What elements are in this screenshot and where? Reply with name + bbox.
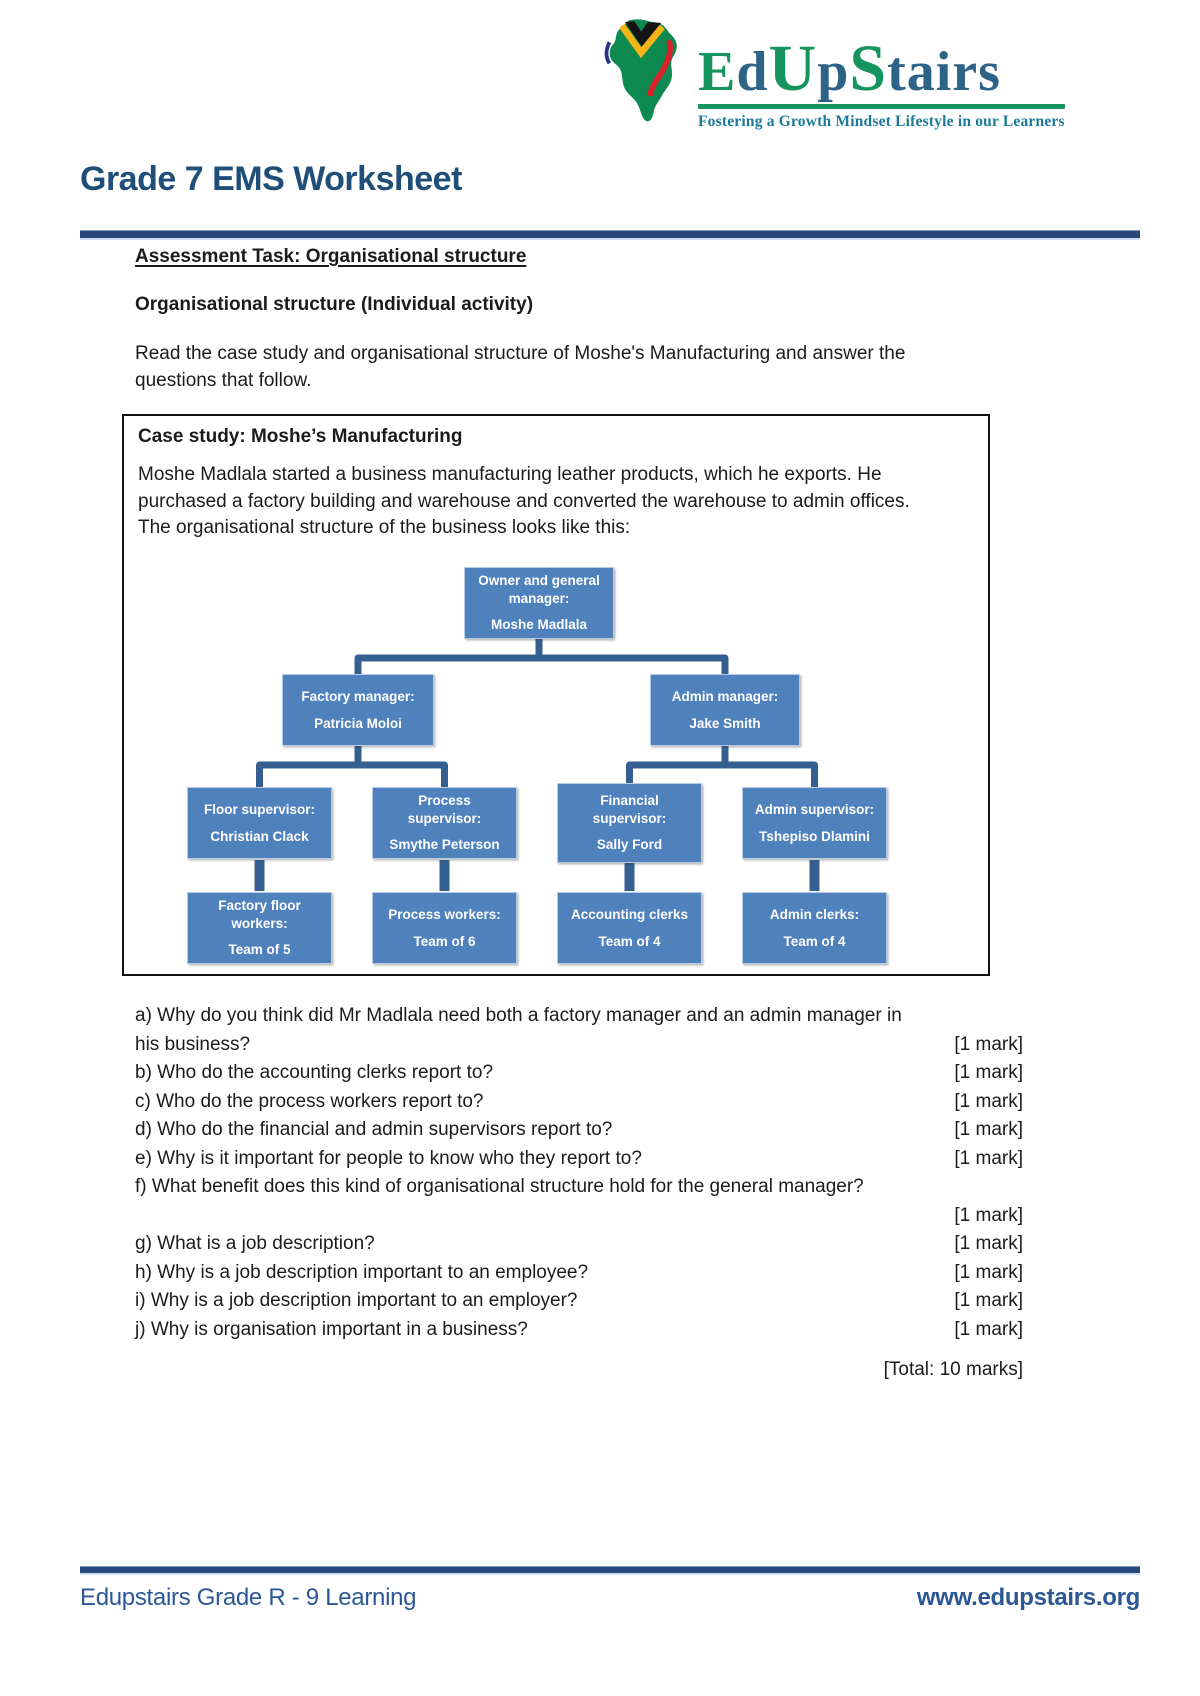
- title-divider: [80, 230, 1140, 238]
- question-row: h) Why is a job description important to…: [135, 1259, 1023, 1288]
- question-text: g) What is a job description?: [135, 1233, 375, 1254]
- org-node-role: Admin manager:: [671, 688, 779, 704]
- intro-paragraph: Read the case study and organisational s…: [135, 341, 905, 394]
- org-node-process-supervisor: Process supervisor: Smythe Peterson: [372, 787, 517, 859]
- org-node-role: Process workers:: [388, 906, 501, 922]
- question-mark: [1 mark]: [954, 1147, 1023, 1169]
- org-node-role: Factory manager:: [301, 688, 415, 704]
- org-node-name: Patricia Moloi: [314, 715, 402, 731]
- brand-letter: U: [768, 32, 818, 105]
- org-node-role: Accounting clerks: [570, 906, 689, 922]
- question-mark: [1 mark]: [954, 1090, 1023, 1112]
- question-mark: [1 mark]: [954, 1261, 1023, 1283]
- question-text: h) Why is a job description important to…: [135, 1261, 589, 1283]
- question-text: c) Who do the process workers report to?: [135, 1090, 484, 1112]
- brand-name: EdUpStairs: [698, 36, 1065, 103]
- question-mark: [1 mark]: [954, 1233, 1023, 1254]
- question-row: d) Who do the financial and admin superv…: [135, 1116, 1023, 1145]
- brand-letter: p: [817, 41, 850, 103]
- logo-text-block: EdUpStairs Fostering a Growth Mindset Li…: [698, 14, 1065, 131]
- africa-map-icon: [604, 19, 677, 122]
- question-text: d) Who do the financial and admin superv…: [135, 1119, 613, 1140]
- org-node-factory-floor-workers: Factory floor workers: Team of 5: [187, 892, 332, 964]
- assessment-task-heading: Assessment Task: Organisational structur…: [135, 246, 527, 267]
- org-node-owner: Owner and general manager: Moshe Madlala: [464, 567, 614, 639]
- case-study-line: purchased a factory building and warehou…: [138, 490, 910, 512]
- question-row: f) What benefit does this kind of organi…: [135, 1173, 1023, 1202]
- page-title: Grade 7 EMS Worksheet: [80, 160, 462, 198]
- org-node-name: Christian Clack: [210, 828, 309, 844]
- footer-divider: [80, 1566, 1140, 1573]
- org-node-role: Financial supervisor:: [592, 792, 667, 826]
- question-row: b) Who do the accounting clerks report t…: [135, 1059, 1023, 1088]
- org-node-name: Team of 4: [783, 933, 846, 949]
- question-row: e) Why is it important for people to kno…: [135, 1145, 1023, 1174]
- case-study-line: Moshe Madlala started a business manufac…: [138, 464, 882, 485]
- org-node-role: Admin clerks:: [769, 906, 860, 922]
- org-node-role: Admin supervisor:: [754, 801, 875, 817]
- question-text: his business?: [135, 1033, 251, 1055]
- question-row: i) Why is a job description important to…: [135, 1287, 1023, 1316]
- org-node-role: Floor supervisor:: [203, 801, 316, 817]
- brand-tagline: Fostering a Growth Mindset Lifestyle in …: [698, 112, 1065, 130]
- intro-line: questions that follow.: [135, 369, 312, 391]
- question-mark: [1 mark]: [954, 1062, 1023, 1083]
- question-mark: [1 mark]: [954, 1204, 1023, 1226]
- footer-website: www.edupstairs.org: [916, 1584, 1140, 1611]
- question-row: his business? [1 mark]: [135, 1031, 1023, 1060]
- question-mark: [1 mark]: [954, 1119, 1023, 1140]
- question-text: j) Why is organisation important in a bu…: [135, 1318, 528, 1340]
- brand-letters: tairs: [887, 41, 1001, 103]
- org-node-name: Team of 5: [228, 942, 291, 958]
- org-node-name: Smythe Peterson: [389, 837, 500, 853]
- brand-underline: [698, 103, 1065, 109]
- intro-line: Read the case study and organisational s…: [135, 343, 906, 364]
- org-node-accounting-clerks: Accounting clerks Team of 4: [557, 892, 702, 964]
- question-text: a) Why do you think did Mr Madlala need …: [135, 1005, 902, 1026]
- brand-letter: E: [698, 41, 737, 103]
- case-study-paragraph: Moshe Madlala started a business manufac…: [138, 462, 910, 542]
- org-node-name: Moshe Madlala: [490, 617, 588, 633]
- question-text: b) Who do the accounting clerks report t…: [135, 1062, 494, 1083]
- org-node-role: Factory floor workers:: [218, 897, 301, 931]
- org-chart-connectors: [254, 639, 820, 891]
- org-node-admin-manager: Admin manager: Jake Smith: [650, 674, 800, 746]
- org-node-admin-clerks: Admin clerks: Team of 4: [742, 892, 887, 964]
- question-text: e) Why is it important for people to kno…: [135, 1147, 642, 1169]
- org-node-role: Owner and general manager:: [478, 572, 600, 606]
- org-node-name: Sally Ford: [596, 837, 663, 853]
- question-text: i) Why is a job description important to…: [135, 1290, 578, 1311]
- org-node-process-workers: Process workers: Team of 6: [372, 892, 517, 964]
- question-mark: [1 mark]: [954, 1033, 1023, 1055]
- total-marks: [Total: 10 marks]: [883, 1359, 1023, 1380]
- org-node-name: Jake Smith: [689, 715, 761, 731]
- org-chart: Owner and general manager: Moshe Madlala…: [126, 558, 986, 972]
- org-node-floor-supervisor: Floor supervisor: Christian Clack: [187, 787, 332, 859]
- org-node-name: Tshepiso Dlamini: [759, 828, 870, 844]
- brand-letter: S: [849, 32, 888, 105]
- questions-list: a) Why do you think did Mr Madlala need …: [135, 1002, 1023, 1385]
- org-node-factory-manager: Factory manager: Patricia Moloi: [282, 674, 434, 746]
- question-mark: [1 mark]: [954, 1318, 1023, 1340]
- question-row: g) What is a job description? [1 mark]: [135, 1230, 1023, 1259]
- question-mark: [1 mark]: [954, 1290, 1023, 1311]
- edupstairs-logo: EdUpStairs Fostering a Growth Mindset Li…: [596, 14, 1065, 131]
- question-text: f) What benefit does this kind of organi…: [135, 1176, 864, 1197]
- question-row: c) Who do the process workers report to?…: [135, 1088, 1023, 1117]
- org-node-name: Team of 6: [413, 933, 476, 949]
- org-node-role: Process supervisor:: [407, 792, 482, 826]
- question-row: j) Why is organisation important in a bu…: [135, 1316, 1023, 1345]
- org-node-name: Team of 4: [598, 933, 661, 949]
- question-row: [1 mark]: [135, 1202, 1023, 1231]
- activity-heading: Organisational structure (Individual act…: [135, 294, 534, 315]
- brand-letter: d: [736, 41, 769, 103]
- question-row: a) Why do you think did Mr Madlala need …: [135, 1002, 1023, 1031]
- footer-left-text: Edupstairs Grade R - 9 Learning: [80, 1584, 417, 1611]
- case-study-box: Case study: Moshe’s Manufacturing Moshe …: [122, 414, 990, 976]
- case-study-heading: Case study: Moshe’s Manufacturing: [138, 426, 463, 447]
- org-node-financial-supervisor: Financial supervisor: Sally Ford: [557, 783, 702, 863]
- case-study-line: The organisational structure of the busi…: [138, 517, 631, 538]
- org-node-admin-supervisor: Admin supervisor: Tshepiso Dlamini: [742, 787, 887, 859]
